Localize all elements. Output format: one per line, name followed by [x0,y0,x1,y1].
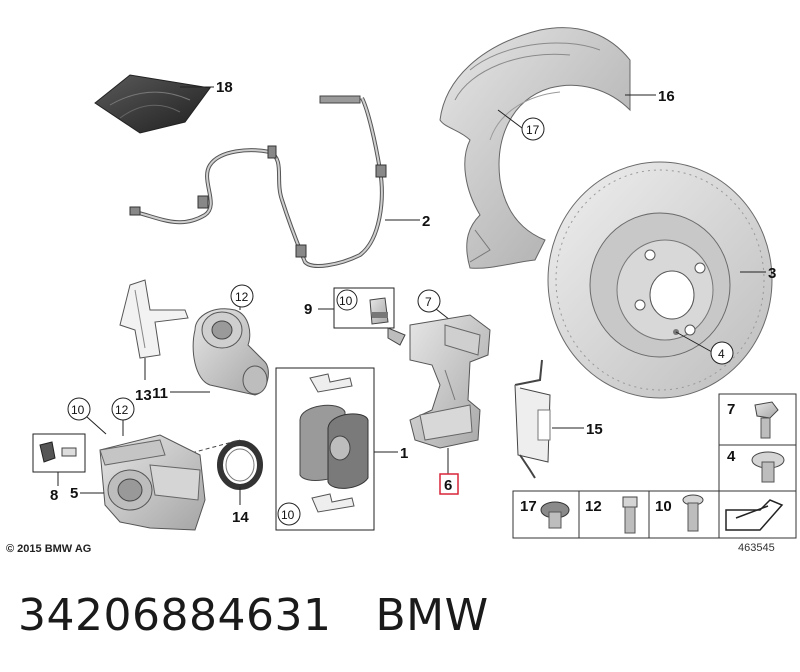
diagram-number: 463545 [738,542,775,554]
callout-12-caliper: 12 [115,403,129,417]
callout-7: 7 [425,295,432,309]
callout-10-caliper: 10 [71,403,85,417]
callout-17: 17 [526,123,540,137]
callout-4: 4 [718,347,725,361]
callout-circle-10c [67,397,91,421]
legend-screw-17 [540,501,570,529]
kit-9-box [333,287,395,329]
brand-name: BMW [375,590,489,641]
callout-10-kit: 10 [339,294,353,308]
legend-bolt-7 [754,401,779,439]
part-1-brake-pads [299,373,369,513]
callout-5: 5 [70,485,78,502]
part-number-footer: 34206884631 BMW [18,590,489,641]
callout-16: 16 [658,88,675,105]
copyright-text: © 2015 BMW AG [6,543,92,555]
callout-10-pads: 10 [281,508,295,522]
kit-8-box [32,433,86,473]
legend-label-10: 10 [655,498,672,515]
callout-2: 2 [422,213,430,230]
callout-6: 6 [444,477,452,494]
part-6-caliper-carrier [409,314,491,449]
part-2-wear-sensor [129,95,387,268]
part-18-cover [94,74,211,134]
legend-label-12: 12 [585,498,602,515]
leader-17a [497,109,523,129]
callout-12-top: 12 [235,290,249,304]
part-number: 34206884631 [18,590,332,641]
callout-circle-10b [277,502,301,526]
callout-1: 1 [400,445,408,462]
part-15-spring-clip [514,359,551,479]
leader-4 [675,331,713,353]
callout-3: 3 [768,265,776,282]
callout-14: 14 [232,509,249,526]
callout-circle-7 [417,289,441,313]
callout-15: 15 [586,421,603,438]
callout-18: 18 [216,79,233,96]
legend-bolt-4 [751,451,785,483]
sheet-arrow-icon [725,499,784,531]
part-8-bleeder [39,441,77,463]
callout-13: 13 [135,387,152,404]
part-5-caliper [99,434,206,531]
part-9-guide-bolt [369,297,406,346]
part-13-bracket [119,279,189,359]
callout-6-highlight [439,473,459,495]
legend-screw-12 [622,496,638,534]
leader-7 [435,308,451,321]
part-3-brake-disc [547,161,773,399]
legend-label-7: 7 [727,401,735,418]
assembly-line [164,439,241,461]
callout-circle-12a [230,284,254,308]
part-11-actuator [192,308,269,396]
part-16-dust-shield [439,27,631,269]
kit-1-box [275,367,375,531]
callout-circle-4 [710,341,734,365]
leader-10c [86,416,107,435]
legend-screw-10 [682,494,704,532]
callout-circle-10a [336,289,358,311]
legend-label-4: 4 [727,448,736,465]
callout-9: 9 [304,301,312,318]
callout-8: 8 [50,487,58,504]
callout-circle-17 [521,117,545,141]
callout-11: 11 [152,385,168,402]
legend-label-17: 17 [520,498,537,515]
part-14-seal-ring [217,440,263,490]
